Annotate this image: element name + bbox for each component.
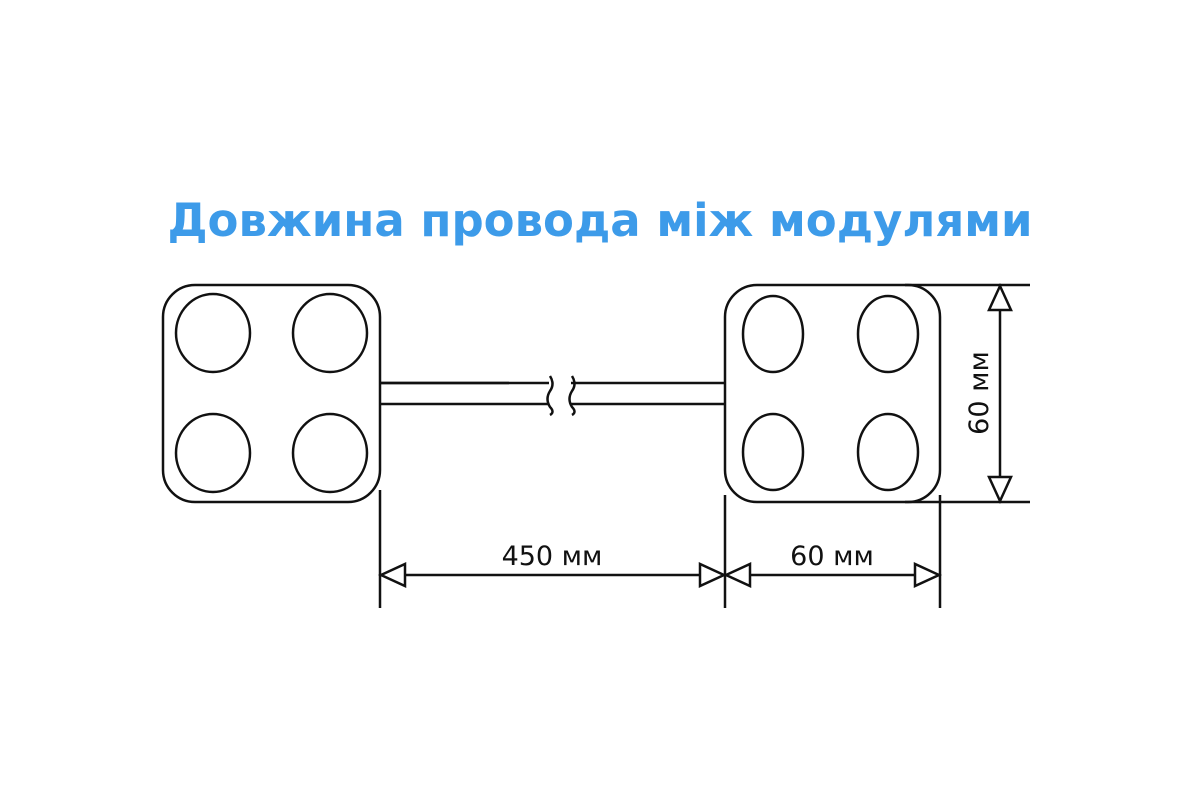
module-height-dimension: 60 мм (964, 282, 1013, 505)
wire-break-mark (568, 375, 576, 417)
module-height-label: 60 мм (964, 351, 995, 435)
module-width-label: 60 мм (790, 541, 874, 572)
right-led-module (723, 283, 942, 504)
module-width-dimension: 60 мм (722, 541, 943, 588)
wire-break-mark (546, 375, 554, 417)
wire-length-label: 450 мм (502, 541, 603, 572)
wire-length-dimension: 450 мм (377, 541, 728, 588)
connecting-wire (380, 375, 725, 417)
diagram-title: Довжина провода між модулями (167, 194, 1032, 247)
left-led-module (161, 283, 382, 504)
